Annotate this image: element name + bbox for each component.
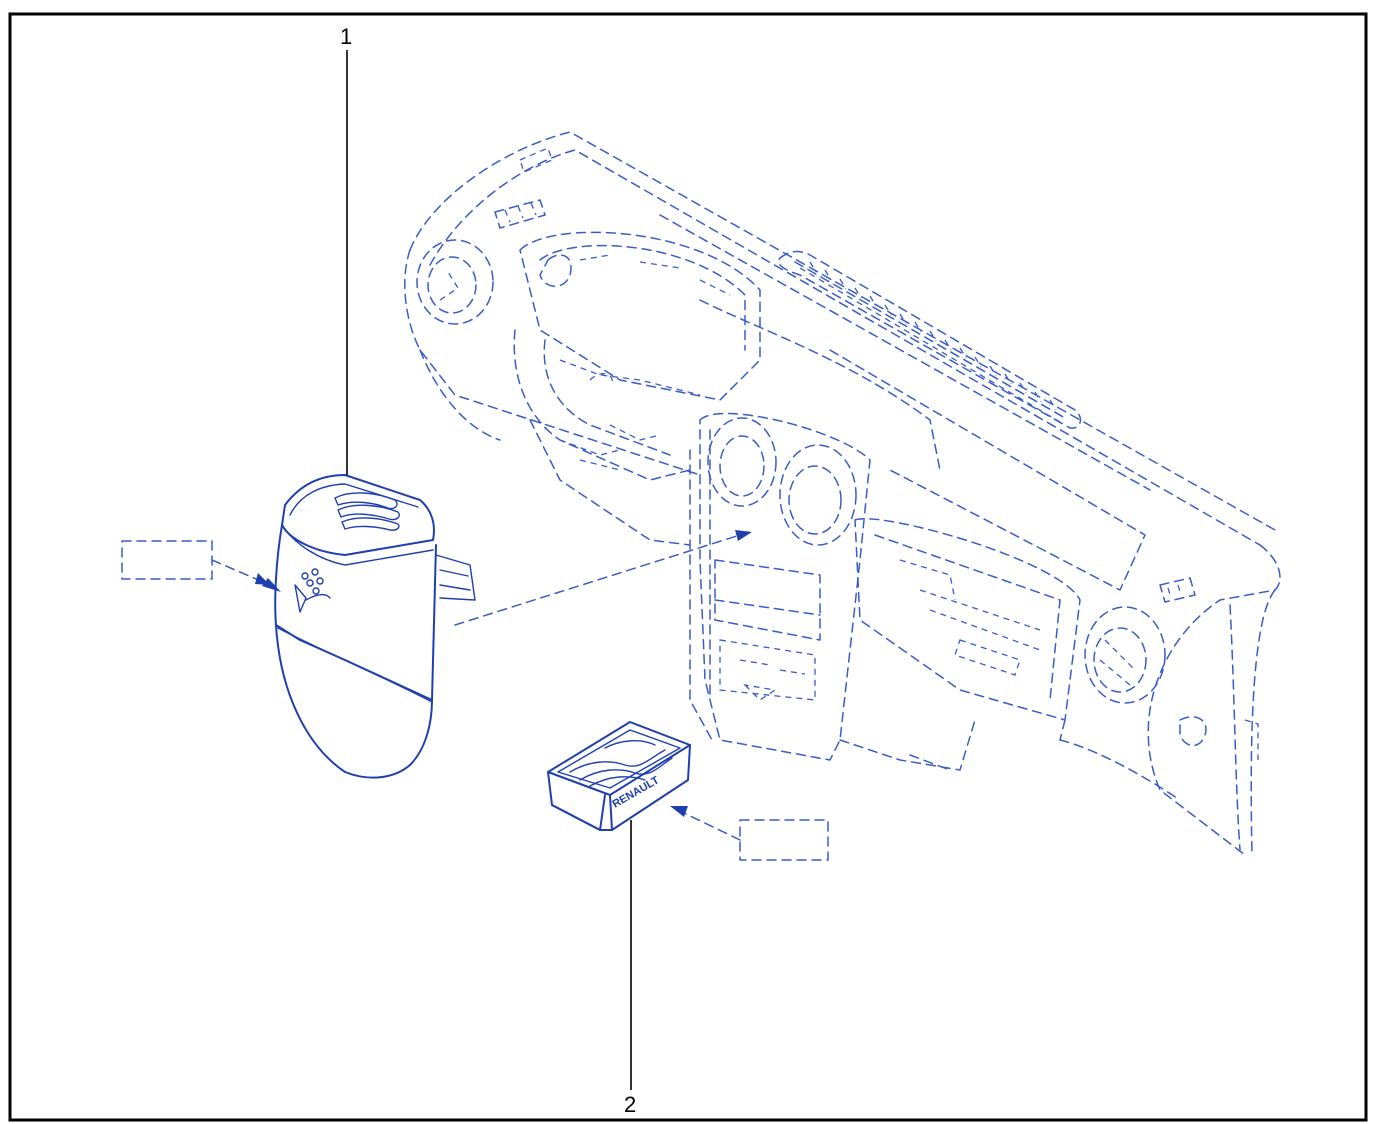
dashboard-ghost-outline (404, 131, 1281, 856)
part-1-end-air-vent (274, 474, 476, 779)
reference-box-part-2 (739, 819, 829, 861)
part-2-centre-air-vent: RENAULT (547, 721, 691, 831)
reference-arrow-dashboard (454, 534, 741, 626)
callout-number-2: 2 (624, 1092, 636, 1117)
reference-annotations (121, 530, 829, 861)
diagram-frame (8, 12, 1368, 1122)
arrowhead-icon (262, 578, 281, 592)
arrowhead-icon (735, 530, 752, 541)
callout-number-1: 1 (340, 24, 352, 49)
reference-box-part-1 (121, 540, 213, 580)
arrowhead-icon (670, 806, 688, 817)
reference-arrow-part-2 (681, 811, 741, 841)
